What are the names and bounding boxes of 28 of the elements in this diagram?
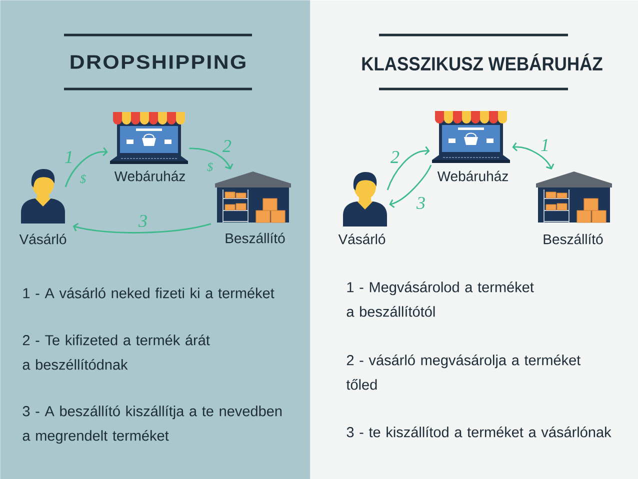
step-number: 2 xyxy=(390,151,400,163)
step-text: 2 - Te kifizeted a termék árát a beszéllítódnak xyxy=(22,334,210,370)
panel-title: KLASSZIKUSZ WEBÁRUHÁZ xyxy=(362,54,602,71)
icon-caption: Webáruház xyxy=(114,170,185,182)
step-number: 3 xyxy=(416,196,425,210)
step-text: 2 - vásárló megvásárolja a terméket tőled xyxy=(346,354,581,390)
step-text: 1 - Megvásárolod a terméket a beszállítótól xyxy=(346,282,534,317)
icon-caption: Beszállító xyxy=(544,234,603,244)
icon-caption: Webáruház xyxy=(437,170,508,182)
arrow xyxy=(386,146,430,190)
arrow xyxy=(389,164,432,208)
step-number: 1 xyxy=(65,151,72,163)
icon-caption: Beszállító xyxy=(226,232,285,244)
step-text: 1 - A vásárló neked fizeti ki a terméket xyxy=(23,288,274,298)
dollar-sign: $ xyxy=(207,162,213,172)
arrow xyxy=(189,148,234,170)
dollar-sign: $ xyxy=(80,174,86,184)
icon-caption: Vásárló xyxy=(19,234,66,244)
step-number: 1 xyxy=(541,139,548,151)
step-text: 3 - A beszállító kiszállítja a te nevedben a megrendelt terméket xyxy=(22,406,282,444)
icon-caption: Vásárló xyxy=(338,234,386,244)
arrow xyxy=(72,222,212,234)
step-number: 2 xyxy=(222,140,232,152)
arrow xyxy=(64,147,108,188)
step-text: 3 - te kiszállítod a terméket a vásárlónak xyxy=(346,426,612,438)
arrow xyxy=(512,142,554,170)
panel-title: DROPSHIPPING xyxy=(70,55,246,69)
step-number: 3 xyxy=(138,214,147,228)
